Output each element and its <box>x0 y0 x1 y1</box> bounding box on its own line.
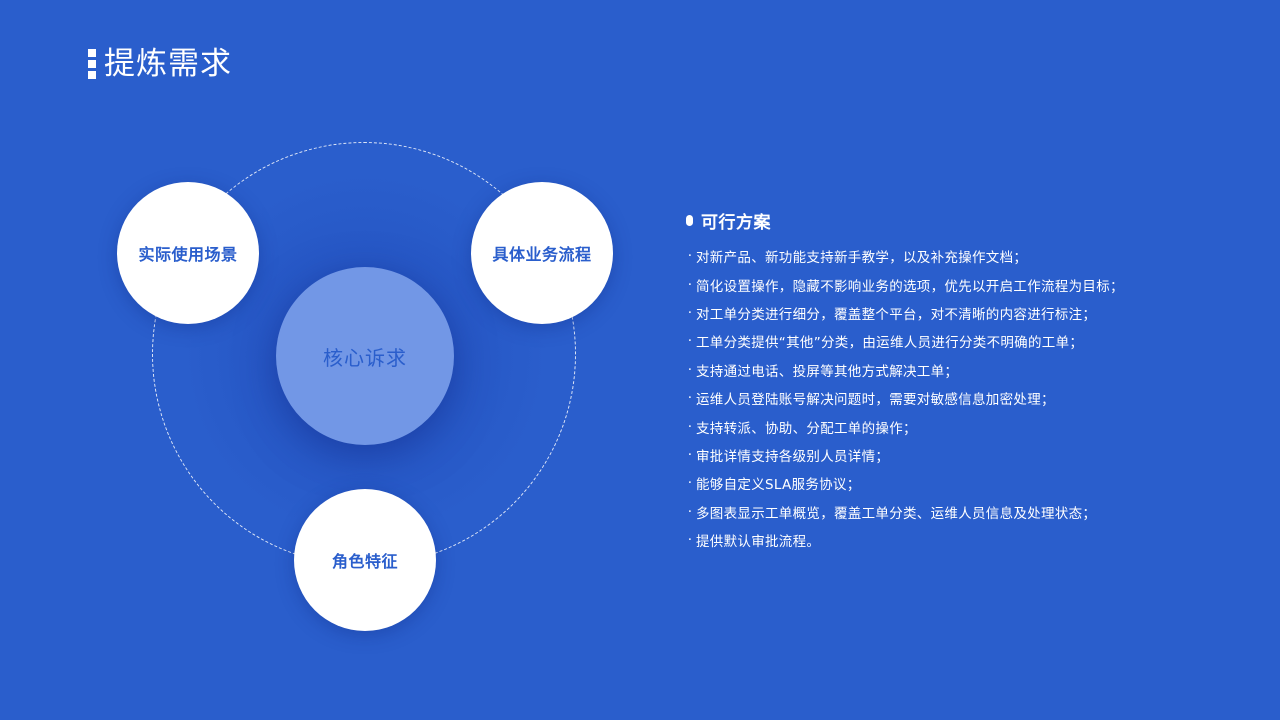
list-item: ·支持通过电话、投屏等其他方式解决工单； <box>686 356 1246 384</box>
list-item: ·运维人员登陆账号解决问题时，需要对敏感信息加密处理； <box>686 384 1246 412</box>
panel-heading: 可行方案 <box>686 206 1246 234</box>
list-item: ·对工单分类进行细分，覆盖整个平台，对不清晰的内容进行标注； <box>686 299 1246 327</box>
node-label: 实际使用场景 <box>138 245 238 264</box>
list-item-text: 简化设置操作，隐藏不影响业务的选项，优先以开启工作流程为目标； <box>696 278 1124 295</box>
list-item: ·简化设置操作，隐藏不影响业务的选项，优先以开启工作流程为目标； <box>686 270 1246 298</box>
bullet-dot-icon: · <box>687 532 693 549</box>
requirements-diagram: 核心诉求 实际使用场景 具体业务流程 角色特征 <box>117 142 613 631</box>
list-item: ·提供默认审批流程。 <box>686 526 1246 554</box>
list-item-text: 工单分类提供“其他”分类，由运维人员进行分类不明确的工单； <box>696 335 1084 352</box>
node-label: 角色特征 <box>331 552 398 571</box>
list-item-text: 审批详情支持各级别人员详情； <box>696 448 890 465</box>
list-item-text: 运维人员登陆账号解决问题时，需要对敏感信息加密处理； <box>696 392 1055 409</box>
bullet-dot-icon: · <box>687 276 693 293</box>
list-item: ·审批详情支持各级别人员详情； <box>686 441 1246 469</box>
page-title: 提炼需求 <box>104 46 232 82</box>
node-role-traits: 角色特征 <box>294 489 436 631</box>
list-item: ·工单分类提供“其他”分类，由运维人员进行分类不明确的工单； <box>686 327 1246 355</box>
bullet-dot-icon: · <box>687 503 693 520</box>
bullet-dot-icon: · <box>687 418 693 435</box>
bullet-dot-icon: · <box>687 304 693 321</box>
three-square-blocks-icon <box>88 49 96 79</box>
list-item-text: 提供默认审批流程。 <box>696 534 821 551</box>
list-item: ·对新产品、新功能支持新手教学，以及补充操作文档； <box>686 242 1246 270</box>
list-item-text: 支持通过电话、投屏等其他方式解决工单； <box>696 363 959 380</box>
plan-list: ·对新产品、新功能支持新手教学，以及补充操作文档； ·简化设置操作，隐藏不影响业… <box>686 242 1246 554</box>
pill-dot-icon <box>686 214 693 226</box>
bullet-dot-icon: · <box>687 390 693 407</box>
core-label: 核心诉求 <box>323 345 407 370</box>
list-item: ·能够自定义SLA服务协议； <box>686 469 1246 497</box>
page-header: 提炼需求 <box>88 44 232 84</box>
list-item-text: 能够自定义SLA服务协议； <box>696 477 861 494</box>
list-item: ·多图表显示工单概览，覆盖工单分类、运维人员信息及处理状态； <box>686 498 1246 526</box>
list-item-text: 多图表显示工单概览，覆盖工单分类、运维人员信息及处理状态； <box>696 505 1097 522</box>
bullet-dot-icon: · <box>687 475 693 492</box>
bullet-dot-icon: · <box>687 361 693 378</box>
node-business-flow: 具体业务流程 <box>471 182 613 324</box>
bullet-dot-icon: · <box>687 446 693 463</box>
bullet-dot-icon: · <box>687 248 693 265</box>
node-label: 具体业务流程 <box>492 245 592 264</box>
list-item-text: 对新产品、新功能支持新手教学，以及补充操作文档； <box>696 250 1028 267</box>
feasible-plan-panel: 可行方案 ·对新产品、新功能支持新手教学，以及补充操作文档； ·简化设置操作，隐… <box>686 206 1246 554</box>
list-item-text: 对工单分类进行细分，覆盖整个平台，对不清晰的内容进行标注； <box>696 306 1097 323</box>
panel-heading-text: 可行方案 <box>701 212 771 233</box>
node-usage-scenario: 实际使用场景 <box>117 182 259 324</box>
list-item-text: 支持转派、协助、分配工单的操作； <box>696 420 917 437</box>
list-item: ·支持转派、协助、分配工单的操作； <box>686 412 1246 440</box>
bullet-dot-icon: · <box>687 333 693 350</box>
core-circle: 核心诉求 <box>276 267 454 445</box>
